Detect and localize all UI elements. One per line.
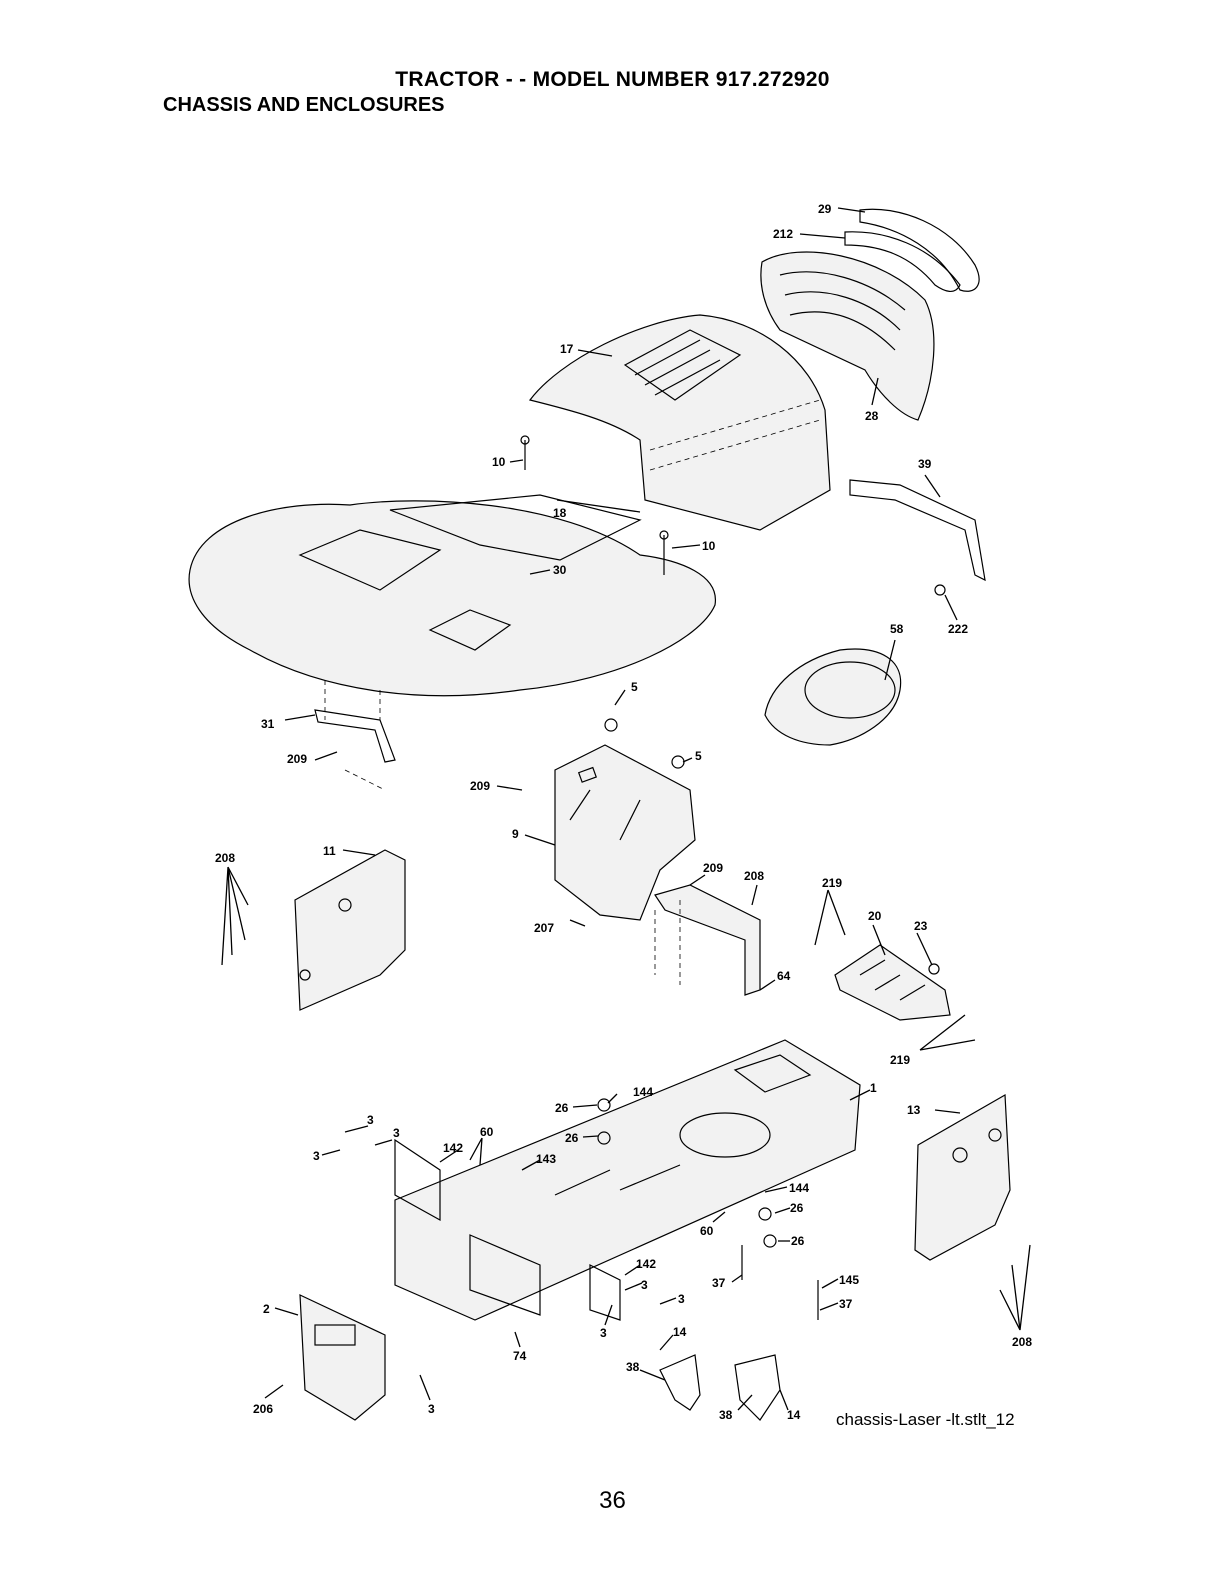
callout-26b: 26	[565, 1131, 579, 1145]
callout-219a: 219	[822, 876, 842, 890]
callout-144a: 144	[633, 1085, 653, 1099]
callout-208b: 208	[744, 869, 764, 883]
callout-2: 2	[263, 1302, 270, 1316]
callout-26d: 26	[791, 1234, 805, 1248]
callout-38a: 38	[626, 1360, 640, 1374]
fender-bracket	[315, 680, 395, 790]
callout-145: 145	[839, 1273, 859, 1287]
hood	[530, 315, 830, 530]
callout-39: 39	[918, 457, 932, 471]
callout-29: 29	[818, 202, 832, 216]
callout-31: 31	[261, 717, 275, 731]
footrest-plate	[835, 945, 950, 1020]
callout-28: 28	[865, 409, 879, 423]
callout-1: 1	[870, 1081, 877, 1095]
callout-9: 9	[512, 827, 519, 841]
callout-10b: 10	[702, 539, 716, 553]
fender	[189, 495, 715, 696]
callout-37a: 37	[712, 1276, 726, 1290]
callout-209a: 209	[287, 752, 307, 766]
left-side-panel	[295, 850, 405, 1010]
callout-60b: 60	[700, 1224, 714, 1238]
callout-23: 23	[914, 919, 928, 933]
callout-5a: 5	[631, 680, 638, 694]
callout-209c: 209	[703, 861, 723, 875]
callout-208c: 208	[1012, 1335, 1032, 1349]
callout-58: 58	[890, 622, 904, 636]
callout-64: 64	[777, 969, 791, 983]
callout-14b: 14	[787, 1408, 801, 1422]
callout-219b: 219	[890, 1053, 910, 1067]
callout-3e: 3	[678, 1292, 685, 1306]
callout-11: 11	[323, 844, 336, 858]
front-support	[655, 885, 760, 995]
callout-142b: 142	[636, 1257, 656, 1271]
callout-18: 18	[553, 506, 567, 520]
callout-3d: 3	[641, 1278, 648, 1292]
callout-26a: 26	[555, 1101, 569, 1115]
right-side-panel	[915, 1095, 1010, 1260]
callout-74: 74	[513, 1349, 527, 1363]
callout-13: 13	[907, 1103, 921, 1117]
callout-206: 206	[253, 1402, 273, 1416]
callout-142a: 142	[443, 1141, 463, 1155]
callout-3c: 3	[313, 1149, 320, 1163]
callout-3a: 3	[367, 1113, 374, 1127]
callout-3f: 3	[600, 1326, 607, 1340]
callout-14a: 14	[673, 1325, 687, 1339]
callout-30: 30	[553, 563, 567, 577]
callout-212: 212	[773, 227, 793, 241]
page-number: 36	[0, 1487, 1225, 1515]
callout-17: 17	[560, 342, 574, 356]
callout-3b: 3	[393, 1126, 400, 1140]
callout-3g: 3	[428, 1402, 435, 1416]
callout-37b: 37	[839, 1297, 853, 1311]
diagram-reference: chassis-Laser -lt.stlt_12	[836, 1410, 1015, 1430]
callout-207: 207	[534, 921, 554, 935]
callout-144b: 144	[789, 1181, 809, 1195]
air-duct	[765, 649, 901, 745]
hood-bracket	[850, 480, 985, 595]
callout-10a: 10	[492, 455, 506, 469]
callout-208a: 208	[215, 851, 235, 865]
front-bracket	[300, 1295, 385, 1420]
callout-60a: 60	[480, 1125, 494, 1139]
callout-5b: 5	[695, 749, 702, 763]
callout-20: 20	[868, 909, 882, 923]
callout-143: 143	[536, 1152, 556, 1166]
main-frame	[395, 1040, 860, 1320]
callout-222: 222	[948, 622, 968, 636]
callout-26c: 26	[790, 1201, 804, 1215]
callout-38b: 38	[719, 1408, 733, 1422]
callout-209b: 209	[470, 779, 490, 793]
